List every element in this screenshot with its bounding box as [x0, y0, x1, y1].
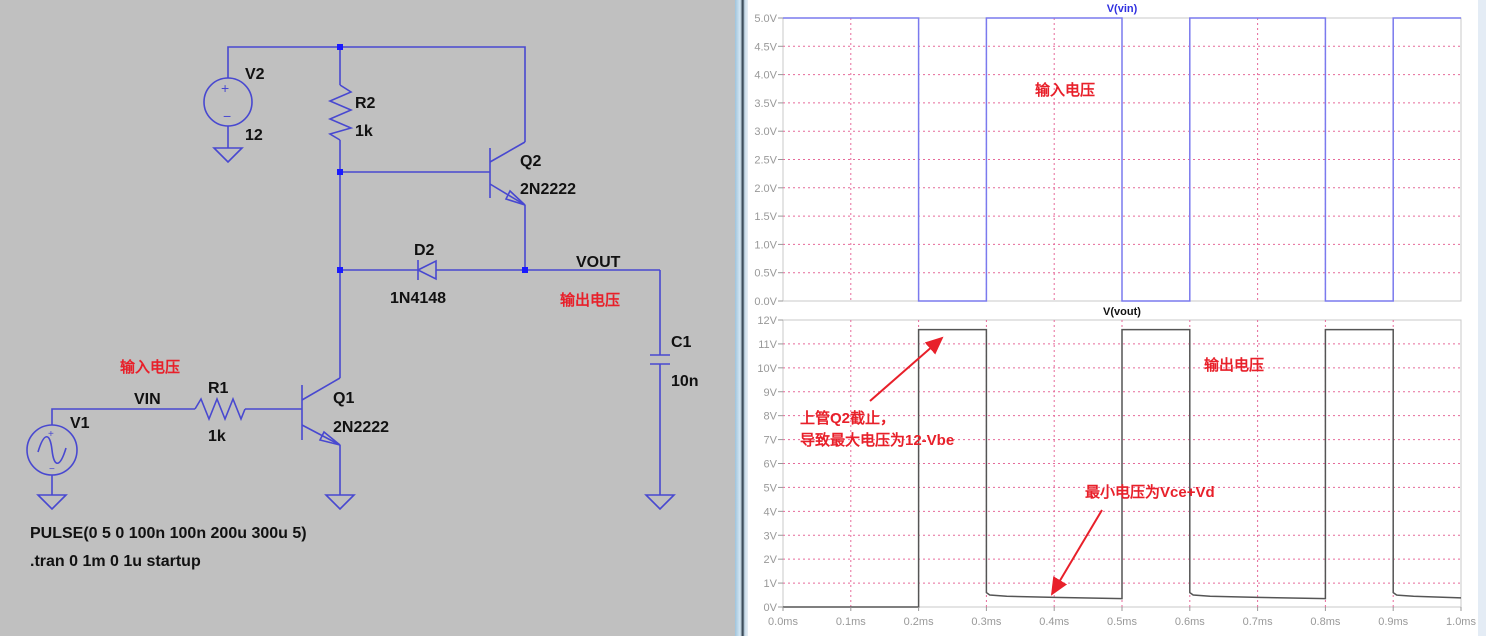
- r2-value: 1k: [355, 123, 373, 140]
- y-tick-label: 6V: [764, 459, 778, 471]
- ground-icon: [212, 147, 244, 164]
- x-tick-label: 0.2ms: [904, 616, 934, 628]
- x-tick-label: 1.0ms: [1446, 616, 1476, 628]
- y-tick-label: 5V: [764, 482, 778, 494]
- x-tick-label: 0.4ms: [1039, 616, 1069, 628]
- c1-name: C1: [671, 334, 692, 351]
- y-tick-label: 2.5V: [754, 155, 777, 167]
- schematic-editor[interactable]: + − V2 12 R2 1k Q2 2N2222 D2 1N4148 VOUT…: [0, 0, 735, 636]
- x-tick-label: 0.5ms: [1107, 616, 1137, 628]
- ground-icon: [324, 494, 356, 511]
- x-tick-label: 0.9ms: [1378, 616, 1408, 628]
- pulse-directive[interactable]: PULSE(0 5 0 100n 100n 200u 300u 5): [30, 525, 307, 542]
- plot-pane-vout: 0V 1V 2V 3V 4V 5V 6V 7V 8V 9V 10V 11V 12V 0.0ms 0.1ms 0…: [757, 315, 1476, 628]
- series-line-vvin: [783, 17, 1461, 302]
- svg-text:−: −: [49, 464, 55, 475]
- y-tick-label: 7V: [764, 435, 778, 447]
- y-tick-label: 10V: [757, 363, 777, 375]
- y-tick-label: 9V: [764, 387, 778, 399]
- voltage-source-v2[interactable]: + −: [203, 77, 253, 127]
- y-tick-label: 1.5V: [754, 211, 777, 223]
- y-tick-label: 11V: [758, 339, 777, 351]
- y-tick-label: 12V: [757, 315, 777, 327]
- y-tick-label: 0V: [764, 602, 778, 614]
- net-label-vout: VOUT: [576, 254, 621, 271]
- arrow-min-icon: [1050, 509, 1103, 596]
- v2-value: 12: [245, 127, 263, 144]
- vin-annotation: 输入电压: [1035, 81, 1095, 99]
- resistor-r1[interactable]: [194, 396, 246, 422]
- transistor-q1[interactable]: [301, 377, 341, 446]
- y-tick-label: 1V: [764, 578, 778, 590]
- series-line-vvout: [783, 328, 1462, 608]
- v1-name: V1: [70, 415, 90, 432]
- x-tick-label: 0.6ms: [1175, 616, 1205, 628]
- vin-note: 输入电压: [120, 358, 180, 376]
- y-tick-label: 2.0V: [754, 183, 777, 195]
- ground-icon: [644, 494, 676, 511]
- y-tick-label: 5.0V: [754, 13, 777, 25]
- vout-note: 输出电压: [560, 291, 620, 309]
- x-tick-label: 0.8ms: [1310, 616, 1340, 628]
- y-tick-label: 8V: [764, 411, 778, 423]
- arrow-max-icon: [869, 336, 944, 402]
- resistor-r2[interactable]: [327, 84, 354, 141]
- q1-name: Q1: [333, 390, 354, 407]
- d2-name: D2: [414, 242, 435, 259]
- y-tick-label: 2V: [764, 554, 778, 566]
- y-tick-label: 0.5V: [754, 268, 777, 280]
- svg-text:+: +: [221, 80, 229, 96]
- max-note-line1: 上管Q2截止，: [800, 409, 895, 427]
- x-tick-label: 0.0ms: [768, 616, 798, 628]
- scrollbar[interactable]: [1478, 0, 1486, 636]
- d2-model: 1N4148: [390, 290, 446, 307]
- ground-icon: [36, 494, 68, 511]
- y-tick-label: 4.0V: [754, 70, 777, 82]
- diode-d2[interactable]: [416, 259, 437, 281]
- schematic-canvas: + − V2 12 R2 1k Q2 2N2222 D2 1N4148 VOUT…: [26, 44, 699, 570]
- svg-text:−: −: [223, 108, 231, 124]
- net-label-vin: VIN: [134, 391, 161, 408]
- plot-title-vin[interactable]: V(vin): [1107, 3, 1138, 15]
- y-tick-label: 3V: [764, 530, 778, 542]
- tran-directive[interactable]: .tran 0 1m 0 1u startup: [30, 553, 201, 570]
- q1-model: 2N2222: [333, 419, 389, 436]
- x-tick-label: 0.1ms: [836, 616, 866, 628]
- v2-name: V2: [245, 66, 265, 83]
- y-tick-label: 0.0V: [754, 296, 777, 308]
- r1-value: 1k: [208, 428, 226, 445]
- transistor-q2[interactable]: [489, 141, 526, 206]
- plot-pane-vin: 0.0V 0.5V 1.0V 1.5V 2.0V 2.5V 3.0V 3.5V 4.0V 4.5V…: [754, 13, 1462, 308]
- q2-name: Q2: [520, 153, 541, 170]
- min-note: 最小电压为Vce+Vd: [1085, 483, 1215, 501]
- y-tick-label: 4V: [764, 506, 778, 518]
- c1-value: 10n: [671, 373, 699, 390]
- junction-dots: [337, 44, 528, 273]
- y-tick-label: 4.5V: [754, 41, 777, 53]
- vout-annotation: 输出电压: [1204, 356, 1264, 374]
- y-tick-label: 3.5V: [754, 98, 777, 110]
- y-tick-label: 1.0V: [754, 239, 777, 251]
- r1-name: R1: [208, 380, 229, 397]
- max-note-line2: 导致最大电压为12-Vbe: [800, 431, 954, 449]
- wires: [51, 46, 661, 495]
- waveform-viewer[interactable]: 0.0V 0.5V 1.0V 1.5V 2.0V 2.5V 3.0V 3.5V 4.0V 4.5V…: [748, 0, 1486, 636]
- pulse-source-v1[interactable]: + −: [26, 424, 78, 476]
- r2-name: R2: [355, 95, 376, 112]
- q2-model: 2N2222: [520, 181, 576, 198]
- x-tick-label: 0.3ms: [971, 616, 1001, 628]
- y-tick-label: 3.0V: [754, 126, 777, 138]
- capacitor-c1[interactable]: [650, 354, 670, 365]
- waveform-canvas: 0.0V 0.5V 1.0V 1.5V 2.0V 2.5V 3.0V 3.5V 4.0V 4.5V…: [754, 3, 1476, 628]
- x-tick-label: 0.7ms: [1243, 616, 1273, 628]
- pane-splitter[interactable]: [735, 0, 748, 636]
- svg-text:+: +: [48, 429, 54, 440]
- plot-title-vout[interactable]: V(vout): [1103, 306, 1141, 318]
